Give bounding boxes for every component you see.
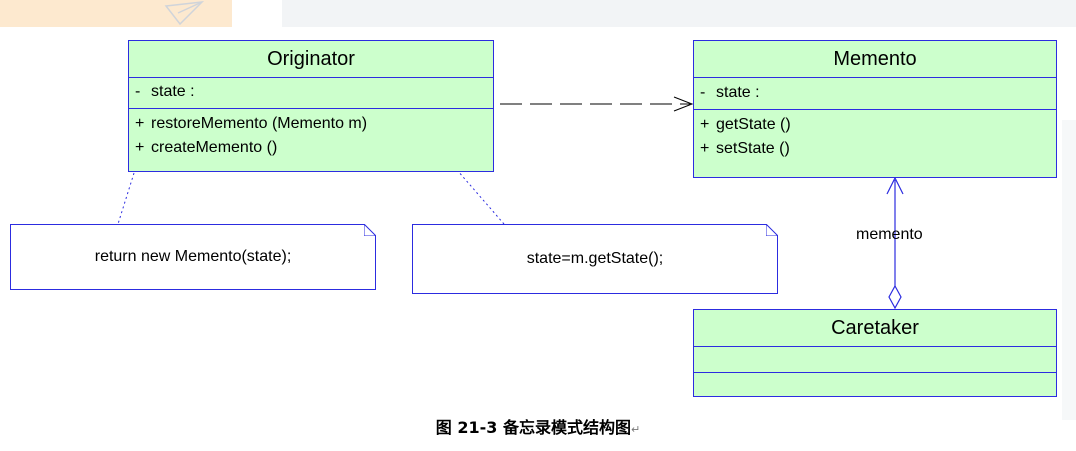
restore-memento-note[interactable]: state=m.getState(); <box>412 224 778 294</box>
visibility-marker: + <box>700 116 710 133</box>
note-text: return new Memento(state); <box>94 248 292 265</box>
operation-text: createMemento () <box>151 139 278 156</box>
attribute-row: -state : <box>700 81 1056 105</box>
attribute-text: state : <box>151 83 195 100</box>
note-text: state=m.getState(); <box>526 250 664 267</box>
class-name: Caretaker <box>694 310 1056 347</box>
note-fold-corner <box>766 224 778 236</box>
create-memento-note[interactable]: return new Memento(state); <box>10 224 376 290</box>
paper-plane-icon <box>164 1 205 26</box>
originator-class[interactable]: Originator -state : + restoreMemento (Mem… <box>128 40 494 172</box>
return-mark: ↵ <box>630 423 641 436</box>
operation-row: + createMemento () <box>135 136 493 160</box>
visibility-marker: - <box>700 84 706 101</box>
attributes-section <box>694 347 1056 373</box>
right-edge-panel <box>1062 120 1076 420</box>
operation-text: restoreMemento (Memento m) <box>151 115 368 132</box>
attributes-section: -state : <box>694 78 1056 110</box>
memento-class[interactable]: Memento -state : + getState () + setState … <box>693 40 1057 178</box>
class-name: Memento <box>694 41 1056 78</box>
caretaker-class[interactable]: Caretaker <box>693 309 1057 397</box>
operations-section: + restoreMemento (Memento m) + createMemen… <box>129 109 493 160</box>
operation-row: + restoreMemento (Memento m) <box>135 112 493 136</box>
note-fold-corner <box>364 224 376 236</box>
visibility-marker: + <box>700 140 710 157</box>
attribute-row: -state : <box>135 80 493 104</box>
dependency-arrowhead <box>673 96 694 112</box>
attribute-text: state : <box>716 84 760 101</box>
attributes-section: -state : <box>129 78 493 109</box>
top-right-banner <box>282 0 1076 27</box>
operation-row: + getState () <box>700 113 1056 137</box>
operation-row: + setState () <box>700 137 1056 161</box>
visibility-marker: - <box>135 83 141 100</box>
operations-section <box>694 373 1056 397</box>
caption-text: 图 21-3 备忘录模式结构图 <box>435 418 631 437</box>
aggregation-diamond <box>888 284 902 310</box>
operation-text: setState () <box>716 140 790 157</box>
figure-caption: 图 21-3 备忘录模式结构图↵ <box>0 414 1076 438</box>
association-label: memento <box>856 226 923 243</box>
visibility-marker: + <box>135 139 145 156</box>
association-arrowhead <box>886 176 904 195</box>
operation-text: getState () <box>716 116 791 133</box>
visibility-marker: + <box>135 115 145 132</box>
class-name: Originator <box>129 41 493 78</box>
top-left-banner <box>0 0 232 27</box>
operations-section: + getState () + setState () <box>694 110 1056 161</box>
